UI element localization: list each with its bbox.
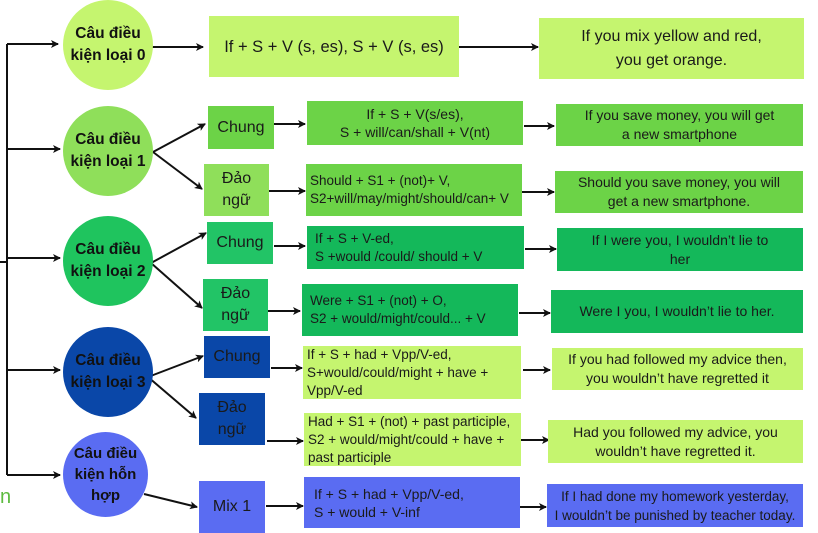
formula-type1-chung: If + S + V(s/es), S + will/can/shall + V… [307,101,523,145]
arrow-type3-dao [147,376,197,419]
label-mix1: Mix 1 [199,481,265,533]
label-chung-type3: Chung [204,336,270,378]
label-chung-type2: Chung [207,222,273,264]
node-type0: Câu điều kiện loại 0 [63,0,153,90]
label-dao-type3: Đảo ngữ [199,393,265,445]
formula-type2-chung: If + S + V-ed, S +would /could/ should +… [307,226,524,269]
node-type3: Câu điều kiện loại 3 [63,327,153,417]
node-type1: Câu điều kiện loại 1 [63,106,153,196]
arrow-type2-dao [150,262,203,309]
formula-type0: If + S + V (s, es), S + V (s, es) [209,16,459,77]
example-type3-chung: If you had followed my advice then, you … [552,348,803,390]
arrow-type1-dao [152,151,203,190]
formula-type3-chung: If + S + had + Vpp/V-ed, S+would/could/m… [303,346,521,399]
example-type3-dao: Had you followed my advice, you wouldn’t… [548,420,803,463]
example-type0: If you mix yellow and red, you get orang… [539,18,804,79]
node-type2: Câu điều kiện loại 2 [63,216,153,306]
example-type2-chung: If I were you, I wouldn’t lie to her [557,228,803,271]
cropped-text-fragment: n [0,486,12,508]
label-chung-type1: Chung [208,106,274,149]
formula-type3-dao: Had + S1 + (not) + past participle, S2 +… [304,413,521,466]
arrow-mixed-mix1 [143,493,198,510]
arrow-type2-chung [150,232,207,264]
node-mixed: Câu điều kiện hỗn hợp [63,432,148,517]
arrow-type3-chung [147,354,204,378]
example-type1-chung: If you save money, you will get a new sm… [556,104,803,146]
example-mixed: If I had done my homework yesterday, I w… [547,484,803,527]
formula-type1-dao: Should + S1 + (not)+ V, S2+will/may/migh… [306,164,522,216]
formula-type2-dao: Were + S1 + (not) + O, S2 + would/might/… [302,284,518,336]
label-dao-type2: Đảo ngữ [203,279,268,331]
example-type1-dao: Should you save money, you will get a ne… [555,171,803,213]
label-dao-type1: Đảo ngữ [204,164,269,216]
formula-mixed: If + S + had + Vpp/V-ed, S + would + V-i… [304,477,520,528]
arrow-type1-chung [152,123,206,153]
example-type2-dao: Were I you, I wouldn’t lie to her. [551,290,803,333]
